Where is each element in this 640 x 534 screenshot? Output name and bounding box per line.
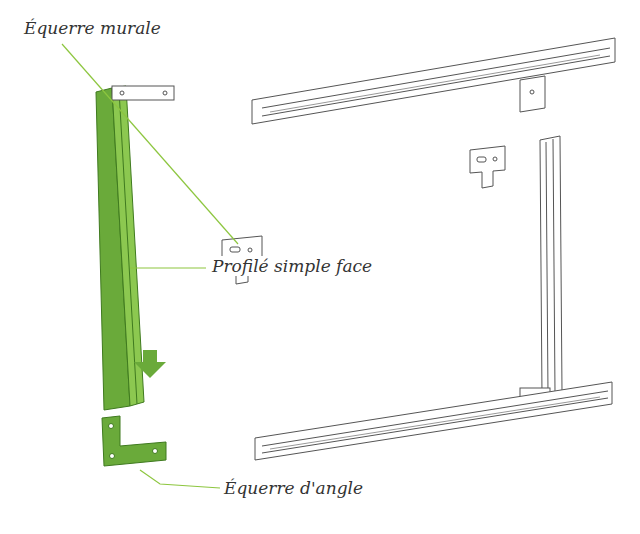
leader-line <box>62 44 238 244</box>
single-face-profile <box>96 86 174 410</box>
part-label: Équerre d'angle <box>222 478 365 498</box>
right-rail <box>540 136 562 396</box>
leader-line <box>140 470 220 488</box>
corner-bracket <box>102 416 166 466</box>
top-rail <box>252 38 615 124</box>
bottom-rail <box>255 382 612 460</box>
wall-bracket <box>470 146 505 188</box>
leader-line <box>130 267 206 268</box>
part-label: Équerre murale <box>22 18 163 38</box>
part-label: Profilé simple face <box>210 256 374 276</box>
down-arrow <box>134 350 166 378</box>
